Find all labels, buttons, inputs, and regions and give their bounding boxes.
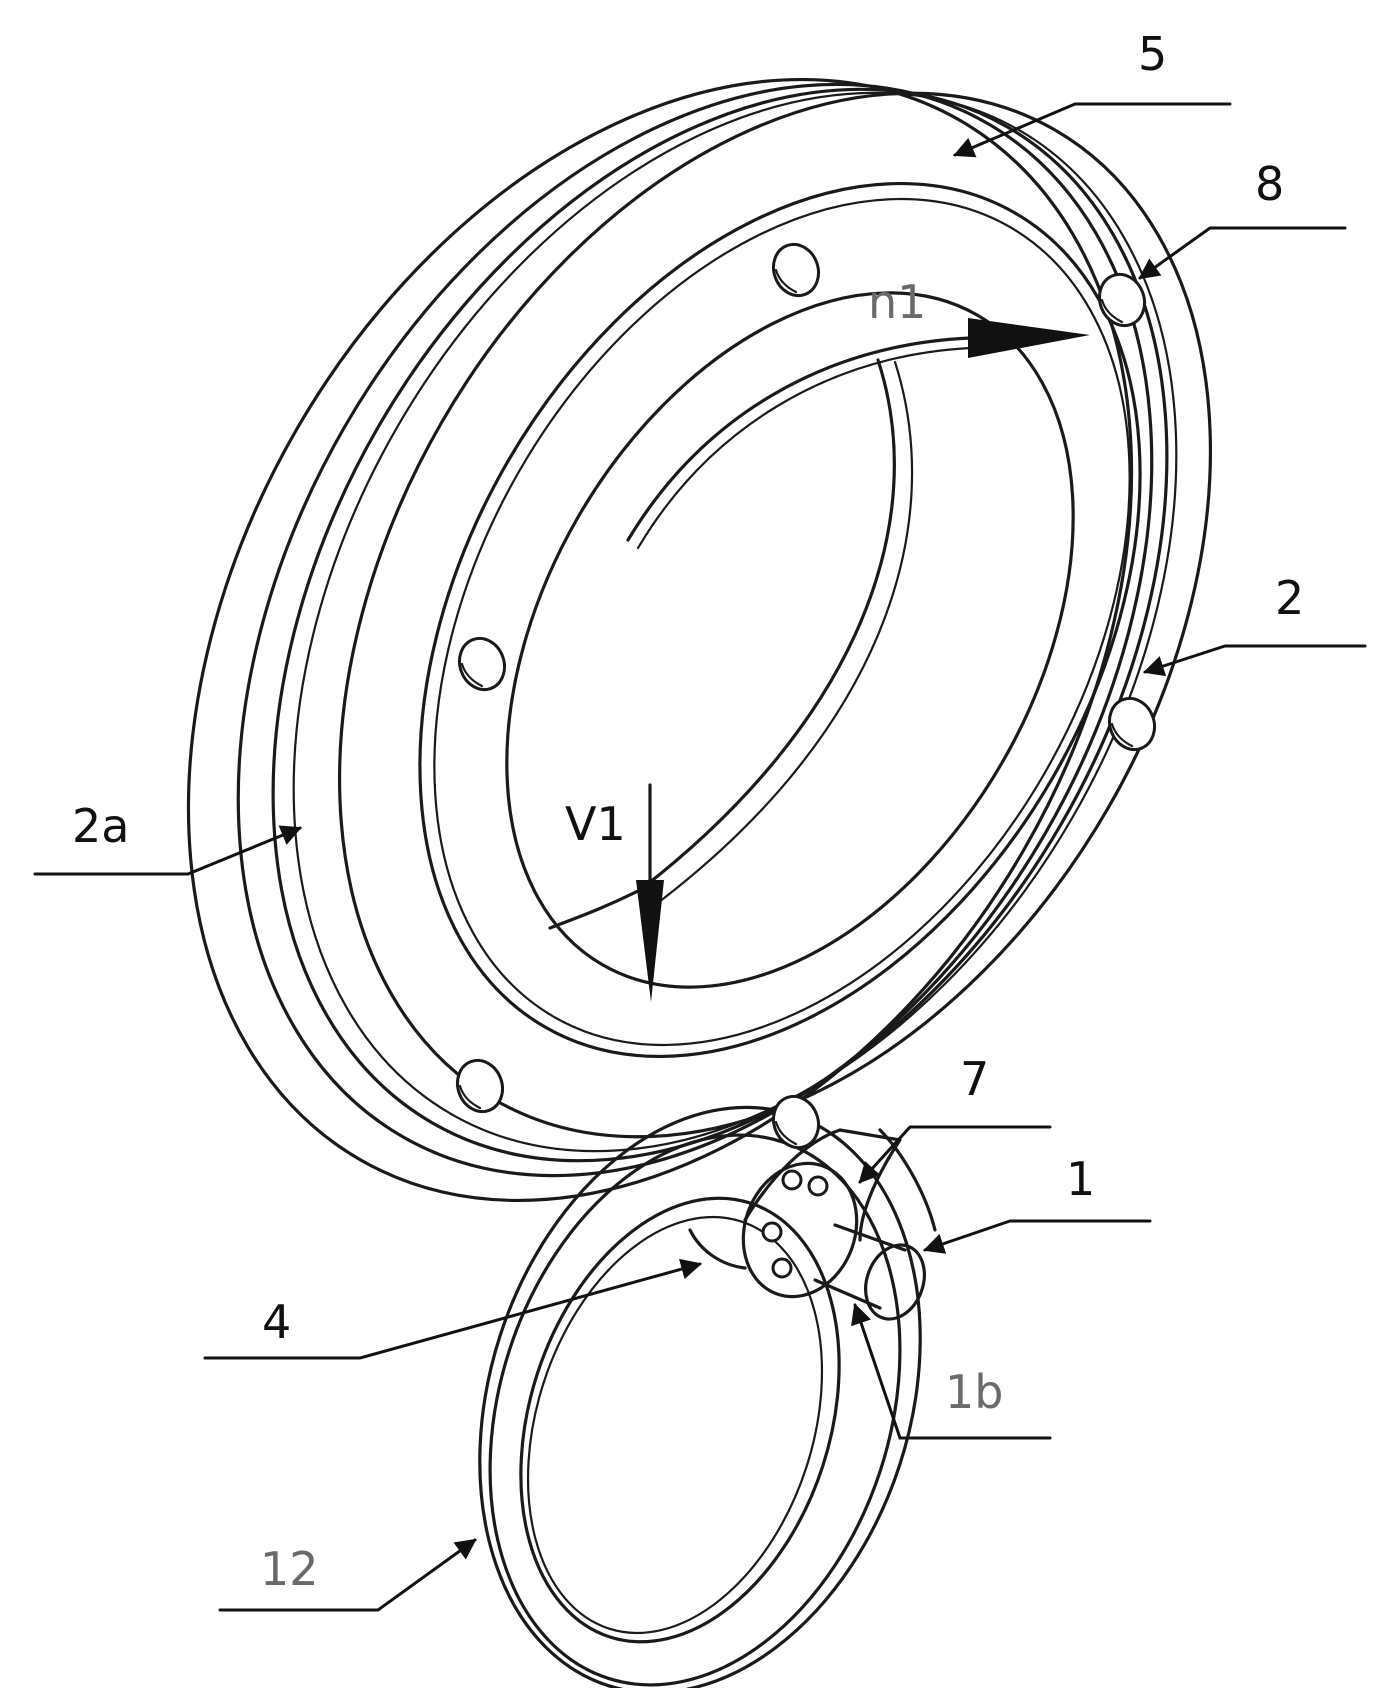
ref-label-1: 1 [1066, 1152, 1095, 1206]
velocity-label-v1: V1 [565, 797, 626, 851]
reference-labels: 5 8 2 2a 7 1 4 1b 12 n1 V1 [72, 27, 1304, 1596]
bolt-icon [1097, 272, 1147, 328]
ref-label-2a: 2a [72, 799, 129, 853]
bolt-icon [457, 636, 507, 692]
bolt-icon [771, 1094, 821, 1150]
ref-label-2: 2 [1275, 571, 1304, 625]
ref-label-5: 5 [1138, 27, 1167, 81]
rotation-arrow-n1 [626, 318, 1090, 550]
ref-label-8: 8 [1255, 157, 1284, 211]
large-wheel [186, 77, 1212, 1203]
leader-lines [33, 102, 1367, 1612]
bolt-icon [455, 1058, 505, 1114]
bolt-icon [1107, 696, 1157, 752]
ref-label-4: 4 [262, 1295, 291, 1349]
bolts [455, 242, 1157, 1150]
ref-label-7: 7 [960, 1052, 989, 1106]
ref-label-12: 12 [260, 1542, 319, 1596]
rotation-label-n1: n1 [868, 275, 926, 329]
ref-label-1b: 1b [945, 1365, 1003, 1419]
hub-assembly [688, 1128, 937, 1321]
bolt-icon [771, 242, 821, 298]
velocity-arrow-v1 [636, 783, 664, 1002]
